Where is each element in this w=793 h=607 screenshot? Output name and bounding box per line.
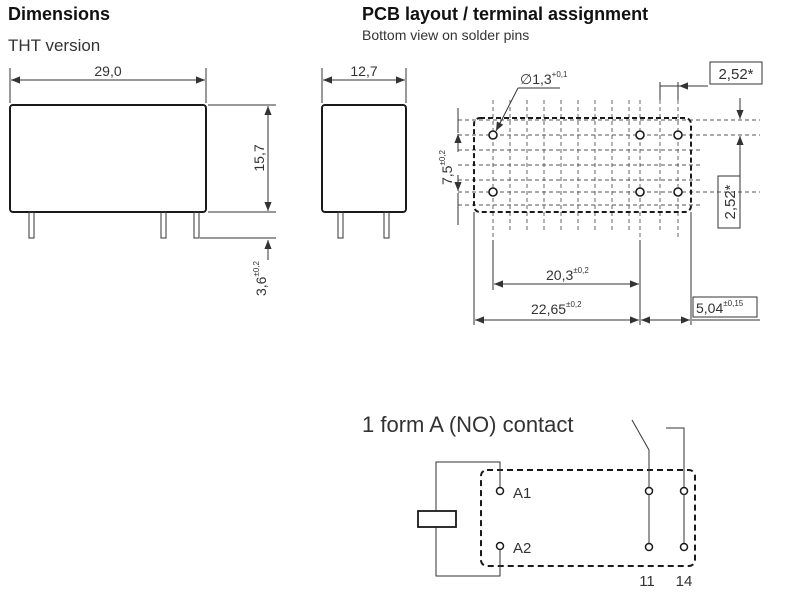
offset-label: 5,04±0,15 <box>696 299 744 316</box>
pin-front-right <box>193 211 200 239</box>
solder-hole <box>635 130 645 140</box>
pcb-layout-heading: PCB layout / terminal assignment <box>362 4 649 24</box>
hole-diameter-label: ∅1,3+0,1 <box>520 70 568 87</box>
pin-length-label: 3,6±0,2 <box>252 260 269 296</box>
solder-hole <box>673 130 683 140</box>
solder-hole <box>488 130 498 140</box>
pcb-outline <box>473 117 692 213</box>
width-dimension-label: 12,7 <box>350 63 377 79</box>
solder-hole <box>673 187 683 197</box>
coil-symbol <box>417 510 457 528</box>
terminal-14 <box>679 542 689 552</box>
terminal-14-label: 14 <box>676 573 693 590</box>
terminal-11-top <box>644 486 654 496</box>
relay-body-front <box>9 104 207 213</box>
terminal-11-label: 11 <box>639 573 655 590</box>
length-dimension-label: 29,0 <box>94 63 121 79</box>
terminal-a1-label: A1 <box>513 485 531 502</box>
pcb-grid <box>458 100 760 240</box>
terminal-a2 <box>495 541 505 551</box>
row-spacing-label: 7,5±0,2 <box>438 149 455 185</box>
terminal-11 <box>644 542 654 552</box>
terminal-a2-label: A2 <box>513 540 531 557</box>
relay-side-view: 12,7 <box>321 63 407 239</box>
height-dimension-label: 15,7 <box>251 144 267 171</box>
pin-side-left <box>337 211 344 239</box>
pitch-inner-label: 20,3±0,2 <box>546 266 589 283</box>
offset-box <box>692 296 758 318</box>
schematic-housing <box>480 469 696 567</box>
contact-title: 1 form A (NO) contact <box>362 412 574 437</box>
solder-hole <box>635 187 645 197</box>
contact-schematic: A1 A2 11 14 <box>417 419 696 590</box>
relay-body-side <box>321 104 407 213</box>
pin-side-right <box>383 211 390 239</box>
terminal-a1 <box>495 486 505 496</box>
grid-right-box <box>717 175 741 229</box>
grid-top-label: 2,52* <box>718 66 753 83</box>
pitch-outer-label: 22,65±0,2 <box>531 300 582 317</box>
grid-right-label: 2,52* <box>722 184 739 219</box>
grid-top-box <box>709 61 763 85</box>
pcb-layout: ∅1,3+0,1 2,52* 2,52* 7,5±0,2 20,3±0,2 22… <box>438 61 763 325</box>
terminal-14-top <box>679 486 689 496</box>
pin-front-mid <box>160 211 167 239</box>
solder-holes <box>488 130 683 197</box>
tht-version-label: THT version <box>8 36 101 55</box>
relay-front-view: 29,0 15,7 3,6±0,2 <box>9 63 276 296</box>
dimensions-heading: Dimensions <box>8 4 111 24</box>
bottom-view-label: Bottom view on solder pins <box>362 27 530 43</box>
pin-front-left <box>28 211 35 239</box>
solder-hole <box>488 187 498 197</box>
